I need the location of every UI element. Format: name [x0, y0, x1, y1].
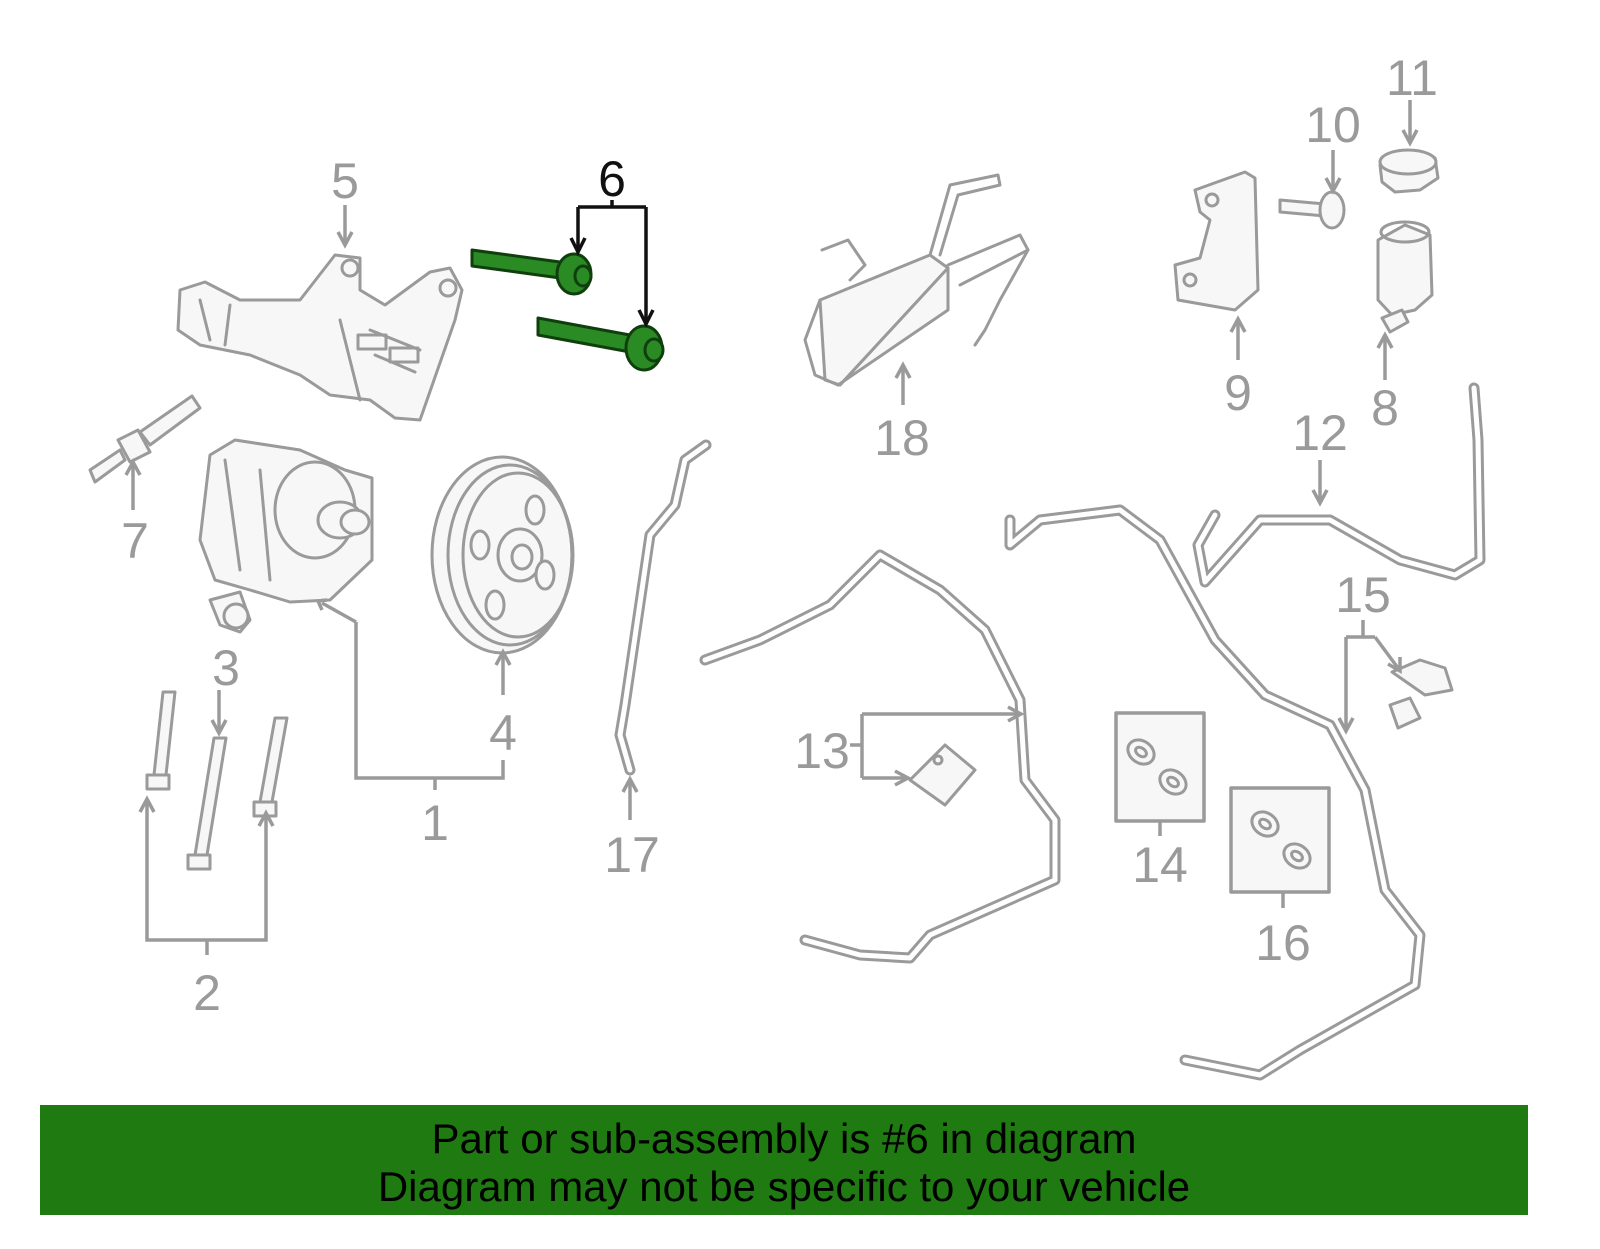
callout-10: 10: [1305, 97, 1361, 153]
part-2-bolts[interactable]: [145, 690, 289, 818]
callout-14: 14: [1132, 837, 1188, 893]
part-11-cap[interactable]: [1378, 148, 1440, 194]
part-16-seal-kit[interactable]: [1229, 786, 1331, 894]
leader-lines: [124, 100, 1419, 955]
callout-6: 6: [598, 151, 626, 207]
callout-2: 2: [193, 965, 221, 1021]
callout-9: 9: [1224, 365, 1252, 421]
callout-13: 13: [794, 723, 850, 779]
part-3-bolt[interactable]: [186, 736, 228, 871]
callout-numbers: 5 6 7 3 4 1 2 17 18 13 14 16 15 12 9 8 1…: [121, 50, 1438, 1021]
callout-8: 8: [1371, 380, 1399, 436]
part-8-reservoir[interactable]: [1376, 220, 1434, 334]
callout-5: 5: [331, 153, 359, 209]
callout-7: 7: [121, 513, 149, 569]
callout-18: 18: [874, 410, 930, 466]
part-13-hose[interactable]: [699, 549, 1061, 964]
callout-11: 11: [1386, 50, 1438, 106]
callout-17: 17: [604, 827, 660, 883]
part-4-pulley[interactable]: [430, 455, 575, 655]
part-18-cooler[interactable]: [803, 173, 1030, 387]
part-5-bracket[interactable]: [176, 253, 464, 422]
callout-15: 15: [1335, 567, 1391, 623]
part-6-bolts-highlighted[interactable]: [470, 248, 665, 372]
part-14-seal-kit[interactable]: [1114, 711, 1206, 823]
callout-12: 12: [1292, 405, 1348, 461]
callout-4: 4: [489, 705, 517, 761]
part-15-hose[interactable]: [1004, 504, 1454, 1081]
callout-16: 16: [1255, 915, 1311, 971]
part-9-bracket[interactable]: [1173, 170, 1260, 312]
banner-line-2: Diagram may not be specific to your vehi…: [377, 1163, 1191, 1210]
callout-3: 3: [212, 640, 240, 696]
part-10-bolt[interactable]: [1278, 190, 1346, 230]
banner-line-1: Part or sub-assembly is #6 in diagram: [431, 1115, 1137, 1162]
info-banner: Part or sub-assembly is #6 in diagram Di…: [40, 1105, 1528, 1215]
part-12-hose[interactable]: [1192, 382, 1486, 588]
part-17-line[interactable]: [614, 439, 712, 776]
callout-1: 1: [421, 795, 449, 851]
part-1-pump[interactable]: [198, 438, 374, 634]
part-7-stud[interactable]: [88, 394, 202, 484]
